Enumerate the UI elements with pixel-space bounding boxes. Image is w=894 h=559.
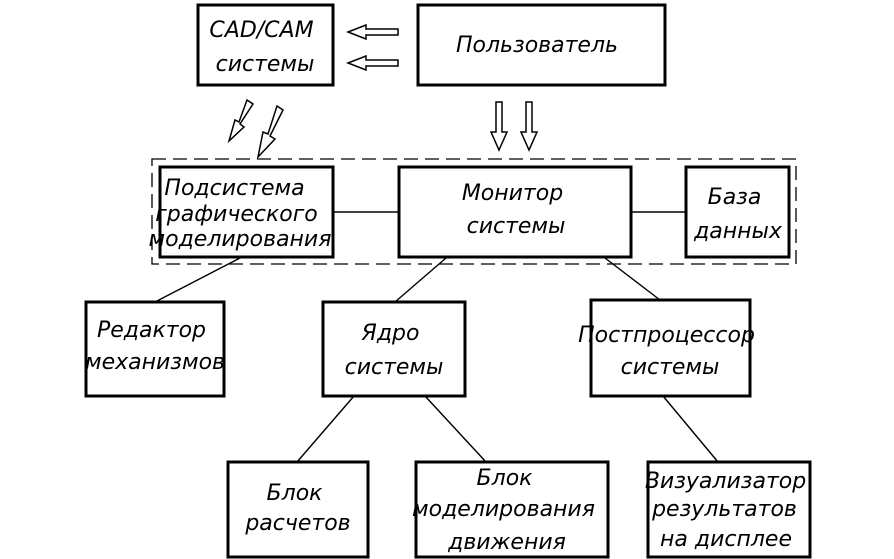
kernel-box (321, 300, 467, 398)
postprocessor-label: Постпроцессор системы (578, 323, 762, 380)
database-label-line-2: данных (693, 219, 783, 244)
database-label: База данных (693, 185, 783, 244)
connector-graphics-editor (154, 257, 241, 303)
postprocessor-label-line-1: Постпроцессор (578, 323, 755, 348)
graphics-subsystem-label-line-1: Подсистема (164, 176, 304, 201)
motion-block-box (414, 460, 610, 559)
database-label-line-1: База (708, 185, 762, 210)
arrow-user-to-cadcam-1 (345, 23, 399, 41)
subsystem-group-frame (151, 158, 797, 265)
monitor-box (397, 165, 633, 259)
calc-block-label-line-1: Блок (267, 481, 324, 506)
graphics-subsystem-label: Подсистема графического моделирования (149, 176, 332, 252)
kernel-label-line-2: системы (345, 355, 444, 380)
user-label-line-1: Пользователь (456, 33, 618, 58)
mechanism-editor-box (84, 300, 226, 398)
connector-kernel-calc (296, 395, 355, 463)
motion-block-label-line-1: Блок (477, 466, 534, 491)
database-box (684, 165, 791, 259)
mechanism-editor-label-line-1: Редактор (97, 318, 206, 343)
visualizer-label-line-2: результатов (651, 497, 797, 522)
postprocessor-box (589, 298, 752, 398)
cad-cam-label-line-2: системы (216, 52, 315, 77)
postprocessor-label-line-2: системы (621, 355, 720, 380)
kernel-label: Ядро системы (345, 321, 444, 380)
calc-block-label-line-2: расчетов (244, 511, 350, 536)
graphics-subsystem-box (158, 165, 335, 259)
visualizer-label-line-3: на дисплее (660, 527, 792, 552)
graphics-subsystem-label-line-3: моделирования (149, 227, 332, 252)
user-label: Пользователь (456, 33, 618, 58)
cad-cam-box (196, 3, 335, 87)
arrow-user-to-cadcam-2 (345, 54, 399, 72)
calc-block-label: Блок расчетов (244, 481, 350, 536)
mechanism-editor-label: Редактор механизмов (85, 318, 225, 375)
monitor-label-line-2: системы (467, 214, 566, 239)
monitor-label-line-1: Монитор (462, 181, 563, 206)
connector-kernel-motion (424, 395, 487, 463)
visualizer-label-line-1: Визуализатор (645, 469, 806, 494)
arrow-cadcam-to-graphics-1 (227, 98, 255, 144)
calc-block-box (226, 460, 370, 559)
connector-monitor-kernel (394, 257, 447, 303)
arrow-user-to-monitor-1 (489, 101, 509, 152)
cad-cam-label: CAD/CAM системы (209, 18, 320, 77)
visualizer-box (646, 460, 812, 559)
graphics-subsystem-label-line-2: графического (155, 202, 318, 227)
motion-block-label-line-2: моделирования (412, 497, 595, 522)
cad-cam-label-line-1: CAD/CAM (209, 18, 313, 43)
connector-postprocessor-visualizer (662, 395, 719, 463)
arrow-user-to-monitor-2 (519, 101, 539, 152)
monitor-label: Монитор системы (462, 181, 570, 239)
mechanism-editor-label-line-2: механизмов (85, 350, 225, 375)
arrow-cadcam-to-graphics-2 (256, 104, 284, 160)
kernel-label-line-1: Ядро (361, 321, 420, 346)
motion-block-label-line-3: движения (447, 530, 566, 555)
motion-block-label: Блок моделирования движения (412, 466, 602, 555)
visualizer-label: Визуализатор результатов на дисплее (645, 469, 813, 552)
user-box (416, 3, 667, 87)
connector-monitor-postprocessor (604, 257, 661, 301)
